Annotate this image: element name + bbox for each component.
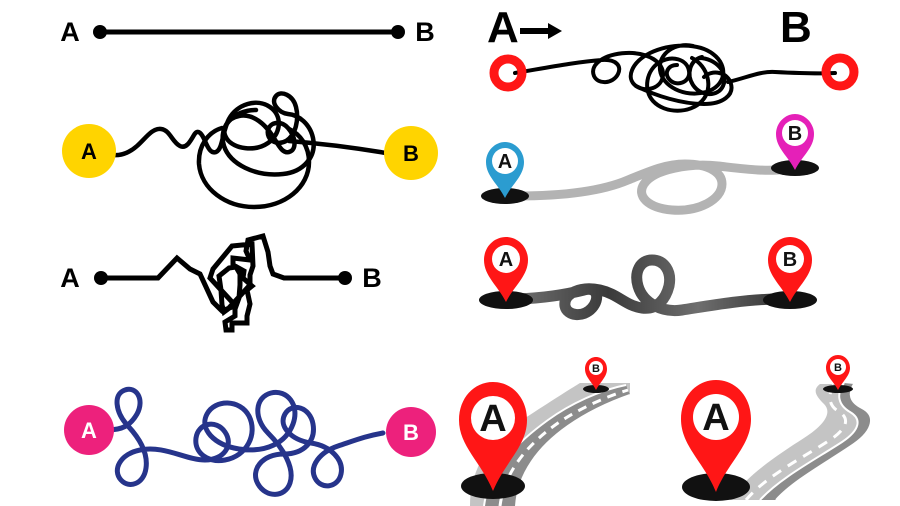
start-label: A — [479, 398, 506, 440]
end-label: B — [834, 362, 842, 374]
end-label: B — [403, 420, 419, 445]
end-dot-marker — [338, 271, 352, 285]
heading-start-label: A — [487, 3, 519, 52]
straight-line-dot-path: A B — [0, 0, 450, 60]
route-line — [511, 159, 792, 215]
perspective-road-scene-right: B A — [668, 350, 900, 506]
start-chip-marker: A — [62, 124, 116, 178]
dark-gray-loops-red-pin-path: A B — [450, 228, 900, 348]
start-label: A — [499, 249, 513, 271]
route-line — [104, 91, 389, 210]
end-label: B — [788, 123, 802, 145]
start-label: A — [81, 418, 97, 443]
start-map-pin-marker: A — [459, 382, 527, 499]
scribble-red-ring-path: A B — [450, 0, 900, 120]
end-ring-marker — [821, 53, 859, 91]
start-map-pin-marker: A — [481, 142, 529, 204]
light-gray-loop-pin-path: A B — [450, 114, 900, 230]
end-map-pin-marker: B — [763, 237, 817, 309]
end-map-pin-marker: B — [583, 357, 609, 393]
start-label: A — [702, 397, 729, 439]
end-label: B — [415, 17, 435, 47]
end-label: B — [783, 249, 797, 271]
route-line — [513, 43, 837, 113]
start-map-pin-marker: A — [681, 380, 751, 501]
start-label: A — [60, 17, 80, 47]
end-map-pin-marker: B — [823, 355, 853, 393]
start-ring-marker — [489, 54, 527, 92]
route-line — [104, 386, 386, 497]
tangled-yellow-chip-path: A B — [0, 62, 450, 222]
arrow-right-icon — [520, 23, 562, 39]
end-label: B — [403, 141, 419, 166]
road-surface — [730, 382, 872, 501]
zigzag-dot-path: A B — [0, 226, 450, 346]
end-dot-marker — [391, 25, 405, 39]
start-label: A — [81, 139, 97, 164]
route-line — [101, 232, 345, 333]
start-label: A — [60, 263, 80, 293]
end-label: B — [362, 263, 382, 293]
heading-end-label: B — [780, 3, 812, 52]
perspective-road-scene-left: B A — [450, 350, 670, 506]
route-line — [512, 254, 781, 320]
start-map-pin-marker: A — [479, 237, 533, 309]
end-chip-marker: B — [386, 407, 436, 457]
start-label: A — [498, 151, 512, 173]
end-label: B — [592, 363, 600, 375]
start-chip-marker: A — [64, 405, 114, 455]
tangled-blue-pink-chip-path: A B — [0, 350, 450, 506]
end-chip-marker: B — [384, 126, 438, 180]
end-map-pin-marker: B — [771, 114, 819, 176]
